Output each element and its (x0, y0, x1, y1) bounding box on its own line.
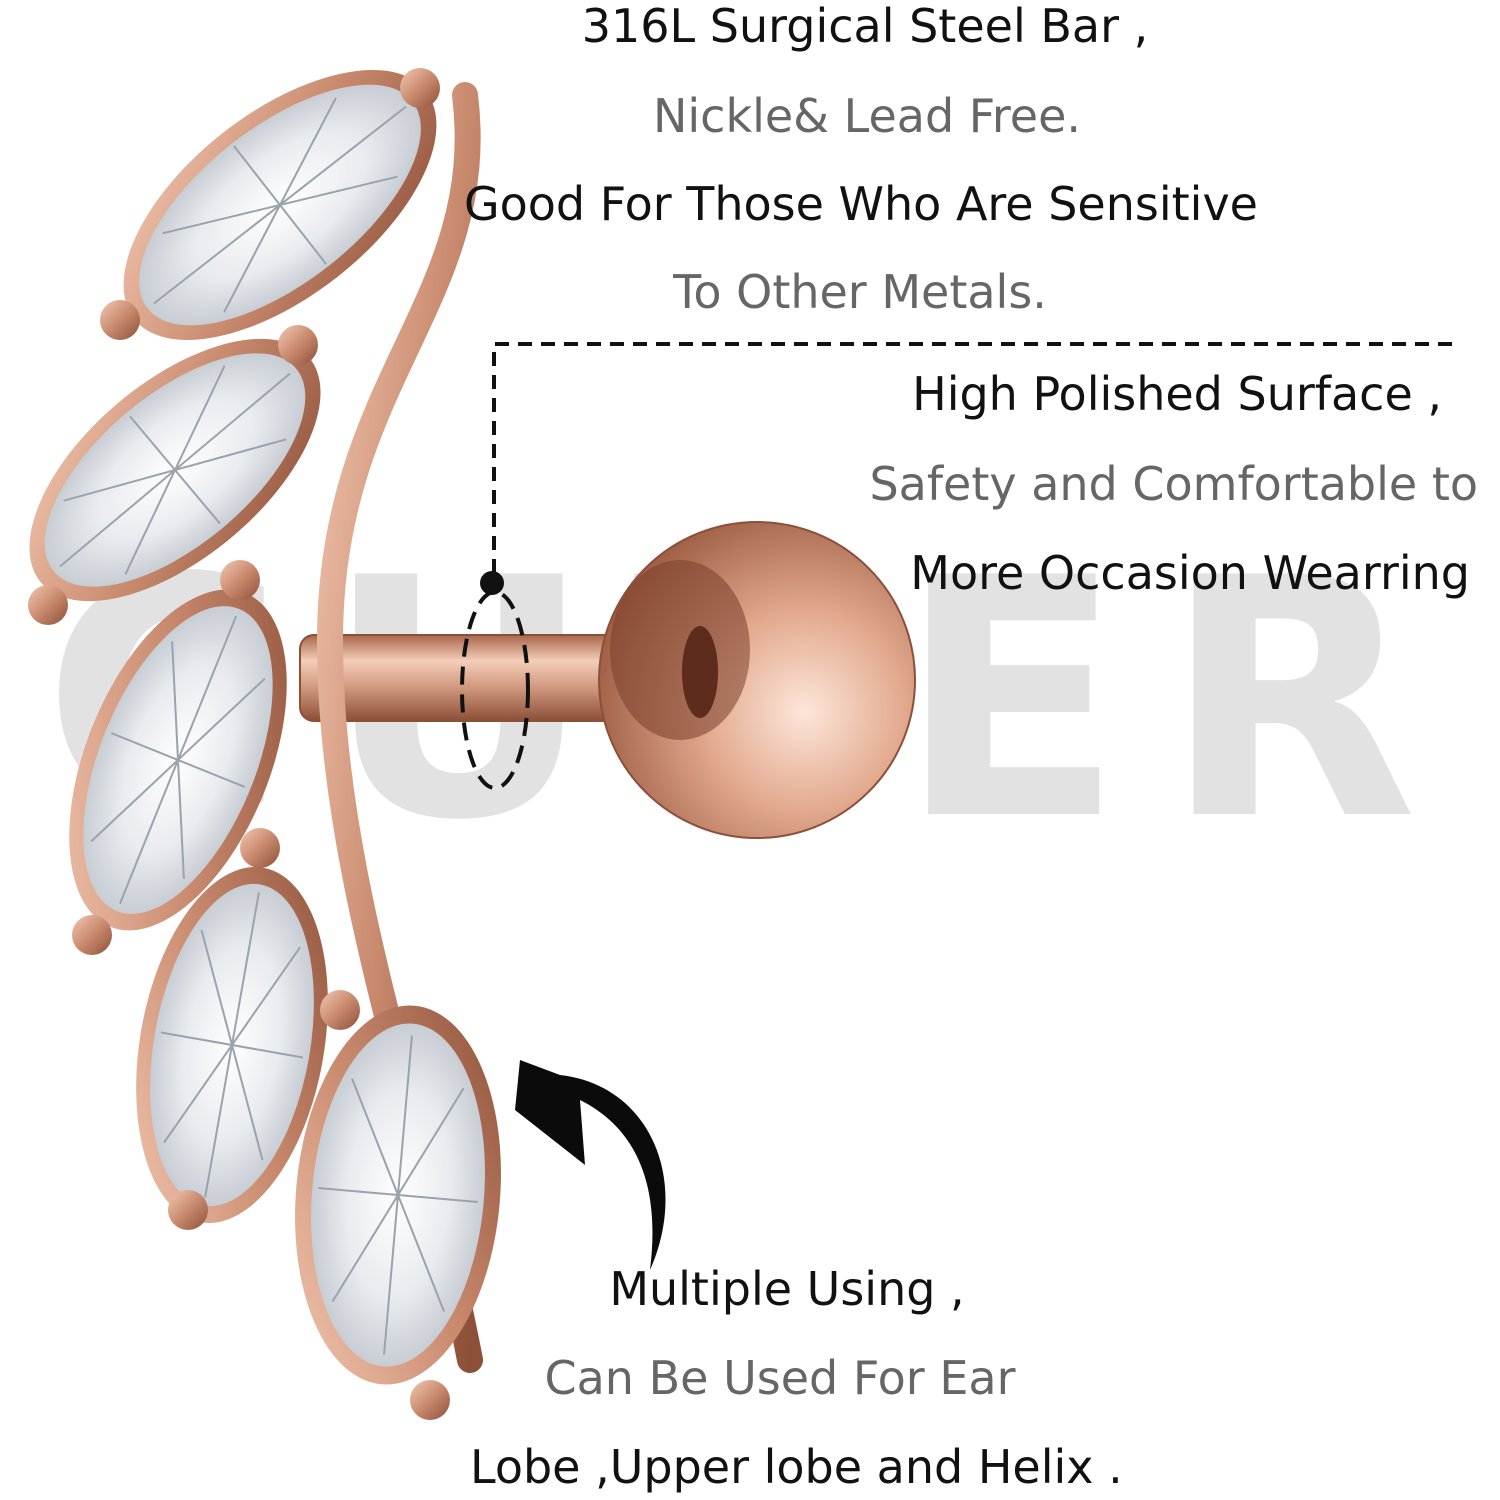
usage-line-3: Lobe ,Upper lobe and Helix . (470, 1440, 1123, 1494)
surface-line-1: High Polished Surface , (912, 367, 1442, 421)
marquise-gem-icon (28, 325, 321, 625)
marquise-gem-icon (136, 828, 328, 1230)
marquise-gem-icon (69, 560, 287, 955)
material-line-2: Nickle& Lead Free. (652, 89, 1082, 143)
material-line-1: 316L Surgical Steel Bar , (581, 0, 1149, 53)
curved-arrow-icon (515, 1060, 666, 1270)
surface-line-3: More Occasion Wearring (910, 546, 1470, 600)
material-line-3: Good For Those Who Are Sensitive (464, 177, 1258, 231)
ball-end-icon (598, 521, 916, 839)
marquise-gem-icon (100, 68, 440, 341)
marquise-gem-icon (295, 990, 501, 1420)
usage-line-1: Multiple Using , (609, 1262, 965, 1316)
dashed-callout-icon (460, 342, 1452, 790)
usage-line-2: Can Be Used For Ear (544, 1351, 1016, 1405)
surface-line-2: Safety and Comfortable to (869, 457, 1478, 511)
material-line-4: To Other Metals. (673, 265, 1047, 319)
